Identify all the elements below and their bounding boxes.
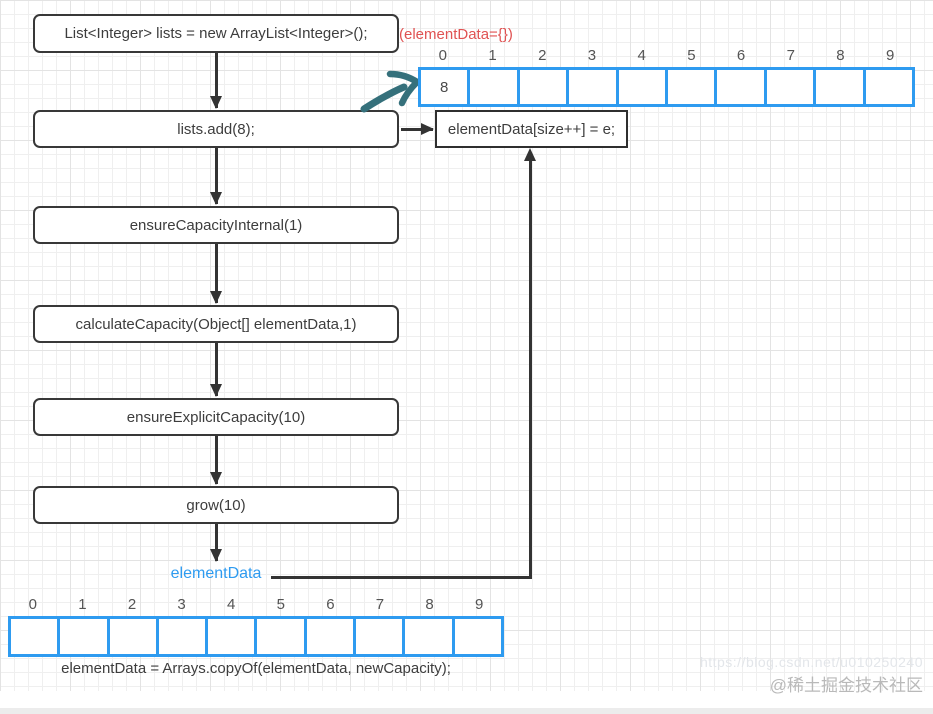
array-index-label: 5 [276,596,285,613]
feedback-line-horizontal [271,576,532,579]
feedback-line-vertical [529,157,532,579]
array-index-label: 3 [177,596,186,613]
array-cell [307,619,357,654]
copy-of-statement: elementData = Arrays.copyOf(elementData,… [61,660,451,677]
array-cell [569,70,619,104]
flow-box-grow: grow(10) [33,486,399,524]
flow-box-ensure-capacity-internal: ensureCapacityInternal(1) [33,206,399,244]
arrow-add-to-assign [401,123,434,134]
array-index-label: 1 [488,47,497,64]
flow-box-add: lists.add(8); [33,110,399,148]
arrow-ensure-to-calculate [210,244,221,304]
array-cell [619,70,669,104]
array-cell [455,619,501,654]
array-index-label: 4 [637,47,646,64]
top-array-index-row: 0 1 2 3 4 5 6 7 8 9 [418,47,915,64]
array-index-label: 6 [326,596,335,613]
arrow-grow-to-element-data [210,524,221,562]
array-index-label: 1 [78,596,87,613]
array-index-label: 6 [736,47,746,64]
array-cell [816,70,866,104]
array-index-label: 8 [425,596,434,613]
bottom-array-index-row: 0 1 2 3 4 5 6 7 8 9 [8,596,504,614]
hand-drawn-arrow-icon [360,70,421,113]
array-index-label: 5 [687,47,696,64]
array-index-label: 9 [474,596,484,613]
array-index-label: 7 [375,596,385,613]
array-cell [668,70,718,104]
arrow-calculate-to-explicit [210,343,221,397]
flow-box-declare: List<Integer> lists = new ArrayList<Inte… [33,14,399,53]
array-index-label: 2 [127,596,137,613]
array-cell [356,619,406,654]
array-index-label: 0 [438,47,448,64]
feedback-arrowhead-up-icon [524,148,536,161]
flow-box-calculate-capacity: calculateCapacity(Object[] elementData,1… [33,305,399,343]
array-index-label: 9 [886,47,895,64]
watermark-url: https://blog.csdn.net/u010250240 [699,654,923,670]
array-cell [520,70,570,104]
window-edge [0,708,933,714]
array-index-label: 8 [836,47,845,64]
array-index-label: 3 [587,47,597,64]
array-index-label: 2 [538,47,547,64]
array-index-label: 0 [28,596,37,613]
flow-box-ensure-explicit-capacity: ensureExplicitCapacity(10) [33,398,399,436]
array-cell [866,70,912,104]
array-cell [60,619,110,654]
arrow-add-to-ensure-capacity [210,148,221,205]
array-index-label: 7 [786,47,795,64]
arrow-explicit-to-grow [210,436,221,485]
array-cell [717,70,767,104]
array-cell [11,619,61,654]
array-cell [257,619,307,654]
watermark-community: @稀土掘金技术社区 [769,676,923,695]
bottom-array [8,616,504,657]
top-array: 8 [418,67,915,107]
array-cell [405,619,455,654]
array-cell [159,619,209,654]
array-cell [208,619,258,654]
annotation-element-data-empty: (elementData={}) [399,26,513,43]
flow-box-assign: elementData[size++] = e; [435,110,628,148]
arrow-declare-to-add [210,53,221,109]
array-cell [470,70,520,104]
array-cell: 8 [421,70,471,104]
array-cell [110,619,159,654]
array-cell [767,70,817,104]
element-data-label: elementData [170,565,262,582]
array-index-label: 4 [227,596,236,613]
